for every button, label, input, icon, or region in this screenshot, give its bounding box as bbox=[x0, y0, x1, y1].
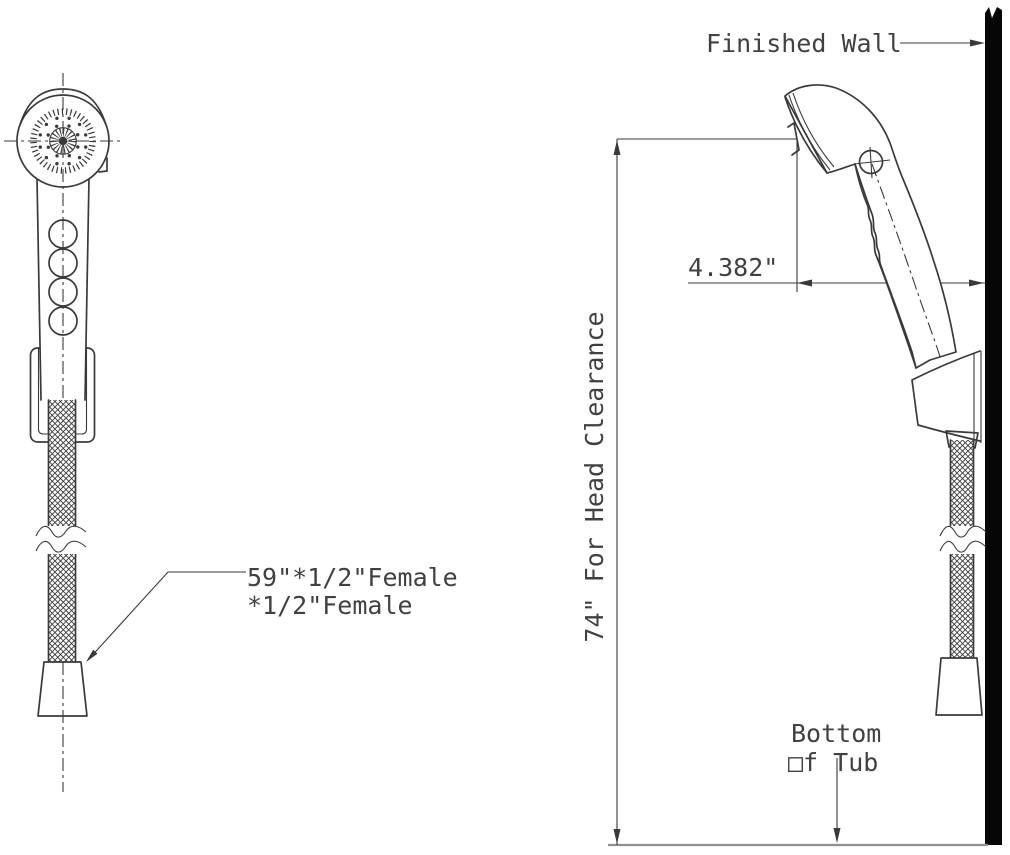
side-wall-bracket bbox=[911, 350, 982, 449]
hose-nut bbox=[945, 430, 979, 449]
side-hose-cone bbox=[935, 657, 983, 716]
diverter-button bbox=[853, 146, 891, 179]
nozzle-dots bbox=[38, 116, 88, 166]
side-handle-left-edge bbox=[854, 163, 917, 369]
arrow-leader-icon bbox=[86, 649, 98, 662]
head-top-rim bbox=[19, 88, 107, 126]
dimension-head-clearance: 74" For Head Clearance bbox=[580, 138, 797, 845]
arrow-right-icon bbox=[970, 39, 985, 47]
arrow-up-icon bbox=[613, 140, 621, 155]
bottom-of-tub-label-line2: □f Tub bbox=[788, 748, 878, 777]
callout-bottom-of-tub: Bottom □f Tub bbox=[788, 719, 881, 843]
bottom-of-tub-label-line1: Bottom bbox=[791, 719, 881, 748]
hose-spec-label-line1: 59"*1/2"Female bbox=[247, 563, 458, 592]
side-handle-centerline bbox=[871, 163, 942, 361]
side-hose bbox=[935, 439, 987, 716]
wall-bar bbox=[985, 7, 1002, 845]
arrow-right-icon bbox=[969, 279, 984, 287]
hose-spec-label-line2: *1/2"Female bbox=[247, 591, 413, 620]
side-head-body bbox=[784, 84, 957, 369]
front-view bbox=[4, 73, 121, 792]
front-hose bbox=[35, 399, 88, 792]
side-spray-head bbox=[784, 84, 957, 369]
nozzle-tick-ring bbox=[30, 108, 96, 174]
arrow-down-icon bbox=[613, 829, 621, 844]
finished-wall-section bbox=[608, 7, 1002, 847]
callout-finished-wall: Finished Wall bbox=[706, 29, 985, 58]
finished-wall-label: Finished Wall bbox=[706, 29, 902, 58]
side-view bbox=[784, 84, 987, 716]
face-plate-tab bbox=[787, 122, 800, 156]
arrow-down-icon bbox=[833, 828, 841, 843]
hose-break-symbol bbox=[939, 525, 987, 554]
arrow-left-icon bbox=[797, 279, 812, 287]
callout-hose-spec: 59"*1/2"Female *1/2"Female bbox=[86, 563, 458, 662]
wall-offset-label: 4.382" bbox=[688, 253, 778, 282]
side-face-plate bbox=[784, 92, 835, 174]
hose-break-symbol bbox=[35, 525, 87, 554]
head-clearance-label: 74" For Head Clearance bbox=[580, 311, 609, 642]
